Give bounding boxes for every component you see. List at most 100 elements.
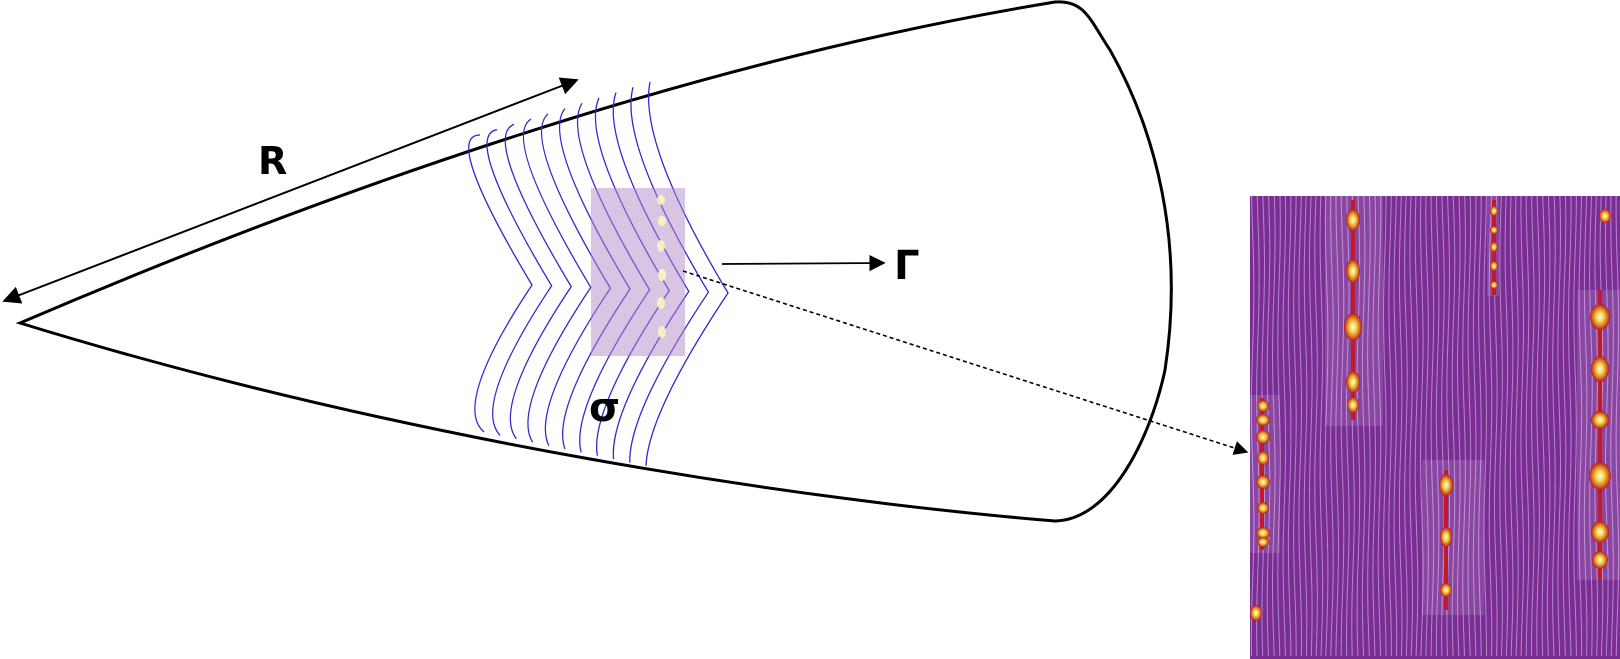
zoom-stripe: [1293, 196, 1297, 657]
band-arc: [504, 123, 572, 440]
band-arc: [612, 92, 690, 460]
band-arc: [629, 87, 710, 463]
zoom-stripe: [1573, 196, 1577, 657]
zoom-stripe: [1356, 196, 1361, 657]
zoom-spot: [1591, 521, 1609, 543]
zoom-stripe: [1393, 196, 1398, 657]
zoom-stripe: [1462, 196, 1466, 657]
band-arc: [522, 118, 592, 443]
zoom-stripe: [1335, 196, 1340, 657]
zoom-spot: [1590, 304, 1610, 330]
zoom-stripes: [1250, 196, 1620, 657]
zoom-stripe: [1441, 196, 1445, 657]
zoom-stripe: [1425, 196, 1429, 657]
gamma-label: Γ: [894, 243, 920, 289]
zoom-stripe: [1303, 196, 1308, 657]
zoom-spots: [1250, 206, 1611, 621]
zoom-spot: [1346, 259, 1360, 283]
zoom-stripe: [1557, 196, 1562, 657]
patch-spots: [657, 195, 666, 338]
zoom-spot: [1439, 474, 1453, 496]
zoom-stripe: [1430, 196, 1435, 657]
zoom-stripe: [1562, 196, 1567, 657]
zoom-stripe: [1478, 196, 1482, 657]
zoom-spot: [1257, 502, 1269, 514]
zoom-stripe: [1435, 196, 1440, 656]
zoom-spot: [1256, 527, 1270, 539]
zoom-spot: [1256, 430, 1270, 444]
zoom-stripe: [1504, 196, 1509, 657]
zoom-stripe: [1419, 196, 1424, 657]
zoom-spot: [1344, 313, 1362, 341]
zoom-stripe: [1520, 196, 1525, 657]
zoom-stripe: [1324, 196, 1329, 657]
zoom-spot: [1591, 356, 1609, 382]
zoom-spot: [1440, 527, 1452, 547]
highlight-patch: [591, 188, 685, 356]
radius-label: R: [258, 139, 287, 183]
zoom-spot: [1440, 583, 1452, 597]
zoom-stripe: [1578, 196, 1583, 656]
zoom-spot: [1257, 537, 1269, 547]
zoom-stripe: [1546, 196, 1551, 657]
zoom-stripe: [1404, 196, 1408, 657]
zoom-stripe: [1525, 196, 1530, 657]
zoom-stripe: [1330, 196, 1334, 657]
zoom-stripe: [1377, 196, 1382, 657]
zoom-spot: [1490, 226, 1498, 234]
radius-arrow: [2, 77, 579, 304]
zoom-stripe: [1583, 196, 1588, 657]
zoom-stripe: [1361, 196, 1366, 657]
zoom-stripe: [1488, 196, 1493, 657]
gamma-arrow: [721, 254, 886, 272]
zoom-stripe: [1456, 196, 1461, 657]
zoom-stripe: [1615, 196, 1620, 657]
zoom-stripe: [1509, 196, 1514, 657]
zoom-stripe: [1589, 196, 1593, 657]
zoom-stripe: [1530, 196, 1535, 657]
zoom-spot: [1490, 281, 1498, 289]
zoom-stripe: [1567, 196, 1572, 657]
band-arc: [645, 81, 729, 467]
zoom-pointer-arrow: [682, 270, 1249, 455]
band-arc: [486, 129, 553, 436]
zoom-spot: [1592, 551, 1608, 569]
zoom-stripe: [1610, 196, 1614, 657]
zoom-stripe: [1541, 196, 1546, 657]
zoom-spot: [1257, 400, 1269, 412]
zoom-spot: [1346, 371, 1360, 393]
zoom-stripe: [1451, 196, 1456, 657]
zoom-stripe: [1388, 196, 1392, 657]
zoom-inset-panel: [1250, 196, 1620, 659]
zoom-stripe: [1409, 196, 1414, 657]
zoom-stripe: [1271, 196, 1276, 657]
zoom-spot: [1589, 462, 1611, 490]
zoom-spot: [1591, 411, 1609, 429]
zoom-stripe: [1308, 196, 1313, 657]
zoom-stripe: [1314, 196, 1318, 657]
zoom-spot: [1347, 397, 1359, 413]
zoom-stripe: [1277, 196, 1281, 657]
zoom-stripe: [1382, 196, 1387, 657]
zoom-stripe: [1398, 196, 1403, 657]
zoom-stripe: [1345, 196, 1350, 657]
band-arc: [468, 134, 533, 433]
zoom-stripe: [1372, 196, 1377, 657]
zoom-stripe: [1282, 196, 1287, 657]
zoom-stripe: [1256, 196, 1260, 657]
zoom-stripe: [1515, 196, 1519, 657]
zoom-spot: [1250, 605, 1262, 621]
zoom-spot: [1346, 209, 1360, 231]
zoom-spot: [1257, 451, 1269, 465]
zoom-stripe: [1414, 196, 1419, 657]
zoom-stripe: [1319, 196, 1324, 657]
zoom-stripe: [1298, 196, 1303, 657]
zoom-stripe: [1552, 196, 1556, 657]
zoom-spot: [1490, 261, 1498, 271]
zoom-stripe: [1340, 196, 1345, 657]
sigma-label: σ: [589, 385, 620, 431]
zoom-stripe: [1499, 196, 1503, 657]
zoom-stripe: [1467, 196, 1472, 657]
cone-outline: [15, 0, 1173, 523]
